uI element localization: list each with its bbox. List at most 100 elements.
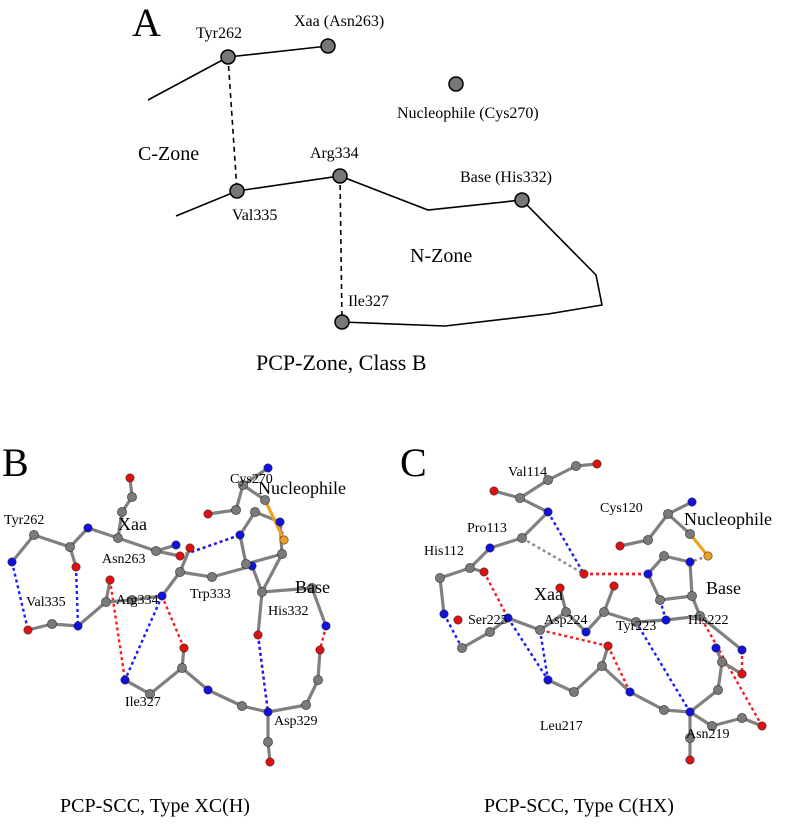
- c-atom-c8: [485, 627, 495, 637]
- b-hbond-6: [108, 579, 127, 681]
- label-ile327-b: Ile327: [125, 695, 161, 710]
- c-bond-32: [646, 512, 670, 542]
- c-bond-14: [538, 610, 568, 632]
- label-pro113: Pro113: [467, 521, 507, 536]
- b-atom-c14: [260, 495, 270, 505]
- c-atom-c18: [597, 661, 607, 671]
- c-bond-11: [460, 630, 492, 650]
- c-atom-n1: [543, 507, 553, 517]
- label-nucleophile: Nucleophile (Cys270): [397, 105, 539, 122]
- b-bond-16: [130, 594, 164, 602]
- panel-b: B Cys270 Nucleophile Tyr262 Xaa Asn263 B…: [2, 440, 346, 817]
- b-hbond-7: [160, 595, 186, 649]
- label-cys270: Cys270: [230, 472, 273, 487]
- b-atom-c19: [237, 701, 247, 711]
- c-bond-20: [634, 618, 668, 624]
- label-xaa-c: Xaa: [534, 584, 563, 604]
- b-atom-c20: [263, 737, 273, 747]
- b-atom-n11: [263, 707, 273, 717]
- label-base: Base (His332): [460, 169, 552, 186]
- panel-c-atoms: [435, 459, 767, 765]
- b-bond-39: [180, 666, 210, 692]
- label-cys120: Cys120: [600, 501, 643, 516]
- b-atom-c1: [29, 530, 39, 540]
- b-atom-n2: [83, 523, 93, 533]
- b-atom-c15: [238, 480, 248, 490]
- c-atom-n2: [485, 543, 495, 553]
- b-bond-19: [178, 570, 214, 579]
- c-atom-n11: [685, 707, 695, 717]
- label-val114: Val114: [508, 465, 547, 480]
- panel-b-letter: B: [2, 440, 29, 485]
- c-atom-r5: [655, 595, 665, 605]
- c-atom-o9: [603, 641, 613, 651]
- c-atom-r2: [659, 551, 669, 561]
- panel-a: A Tyr262 Xaa (Asn263) Nucleophile (Cys27…: [132, 0, 603, 375]
- b-bond-23: [260, 586, 314, 594]
- b-hbond-3: [179, 533, 241, 558]
- c-hbond-6: [482, 571, 510, 619]
- c-atom-o1: [489, 486, 499, 496]
- b-atom-c12: [257, 587, 267, 597]
- label-asp329: Asp329: [274, 714, 318, 729]
- b-atom-c22: [313, 675, 323, 685]
- b-atom-o3: [175, 551, 185, 561]
- b-atom-o9: [179, 643, 189, 653]
- c-atom-n5: [581, 627, 591, 637]
- b-bond-1: [32, 533, 72, 549]
- c-atom-o4: [453, 615, 463, 625]
- b-atom-r1: [235, 530, 245, 540]
- b-atom-c13: [307, 583, 317, 593]
- b-bond-44: [266, 703, 308, 714]
- c-bond-22: [698, 614, 744, 652]
- c-atom-c6: [435, 573, 445, 583]
- b-bond-17: [160, 570, 182, 598]
- c-bond-26: [658, 594, 694, 602]
- c-hbond-8: [538, 629, 550, 681]
- c-atom-n6: [661, 615, 671, 625]
- c-atom-o5: [555, 583, 565, 593]
- b-bond-22: [256, 590, 264, 637]
- label-xaa-b: Xaa: [118, 514, 147, 534]
- b-atom-c7: [47, 619, 57, 629]
- c-atom-o6: [579, 569, 589, 579]
- c-atom-n3: [439, 609, 449, 619]
- b-atom-c16: [231, 505, 241, 515]
- b-atom-c18: [177, 663, 187, 673]
- b-atom-c21: [301, 700, 311, 710]
- label-base-b: Base: [295, 577, 330, 597]
- b-atom-o11: [315, 645, 325, 655]
- label-arg334-b: Arg334: [116, 593, 159, 608]
- c-atom-c16: [643, 535, 653, 545]
- c-atom-c4: [517, 533, 527, 543]
- b-atom-s1: [279, 535, 289, 545]
- c-atom-n10: [625, 687, 635, 697]
- b-atom-c4: [117, 507, 127, 517]
- panel-c: C Val114 Cys120 Nucleophile Pro113 His11…: [400, 440, 772, 817]
- b-atom-o4: [23, 625, 33, 635]
- b-bond-40: [206, 688, 244, 708]
- c-atom-o7: [609, 581, 619, 591]
- c-atom-c22: [737, 713, 747, 723]
- b-atom-n8: [263, 463, 273, 473]
- c-hbond-9: [539, 628, 609, 648]
- c-atom-o11: [757, 721, 767, 731]
- c-hbond-0: [546, 511, 586, 575]
- b-hbond-1: [74, 566, 80, 627]
- c-atom-s1: [703, 551, 713, 561]
- c-bond-45: [688, 688, 720, 714]
- c-bond-25: [688, 560, 694, 598]
- c-atom-c17: [569, 687, 579, 697]
- panel-c-hbonds: [442, 511, 764, 727]
- b-atom-c10: [175, 567, 185, 577]
- c-atom-r1: [643, 569, 653, 579]
- b-bond-24: [310, 586, 328, 628]
- c-atom-c23: [713, 685, 723, 695]
- label-xaa: Xaa (Asn263): [294, 13, 384, 30]
- c-bond-38: [628, 690, 666, 712]
- b-atom-n1: [7, 557, 17, 567]
- label-asp224: Asp224: [544, 613, 588, 628]
- b-atom-o1: [71, 562, 81, 572]
- c-atom-r4: [687, 591, 697, 601]
- b-atom-c5: [127, 492, 137, 502]
